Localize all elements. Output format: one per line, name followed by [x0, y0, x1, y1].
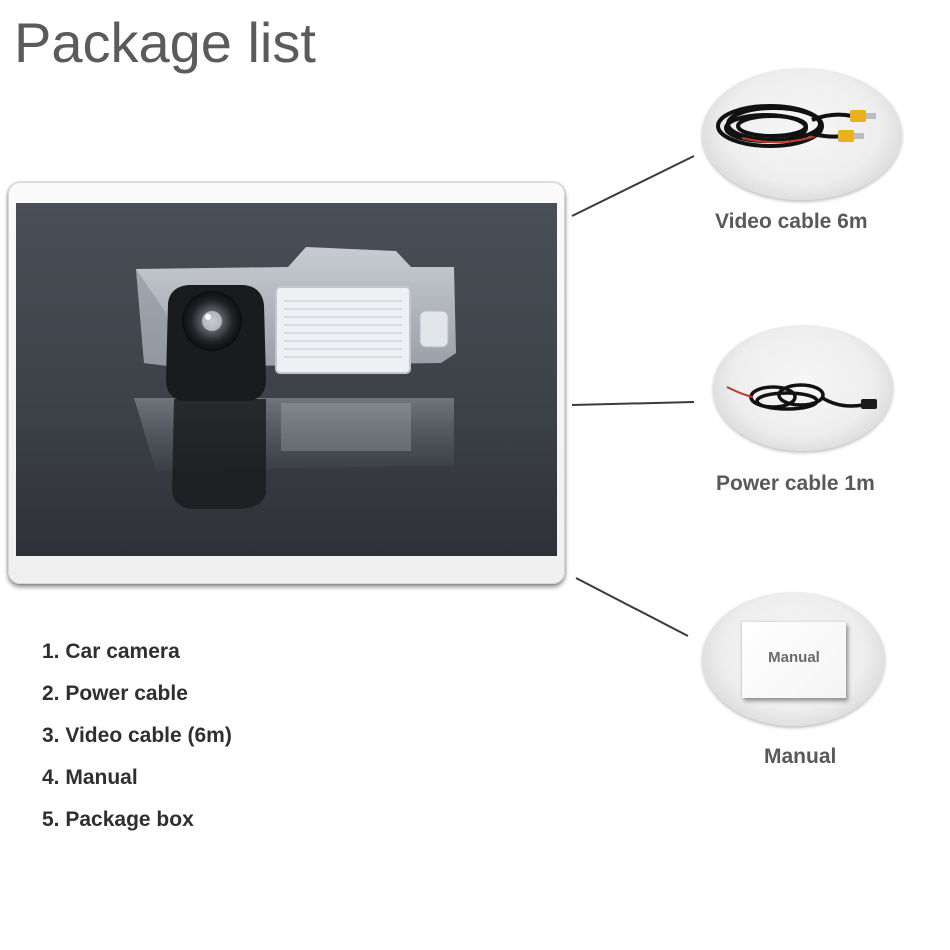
power-cable-image: [713, 325, 893, 451]
list-item: 3. Video cable (6m): [42, 724, 232, 747]
page-title: Package list: [14, 11, 316, 74]
list-item: 2. Power cable: [42, 682, 188, 705]
video-cable-caption: Video cable 6m: [715, 210, 868, 233]
package-list: 1. Car camera 2. Power cable 3. Video ca…: [42, 638, 232, 848]
list-item: 4. Manual: [42, 766, 138, 789]
list-item: 1. Car camera: [42, 640, 180, 663]
list-item: 5. Package box: [42, 808, 194, 831]
manual-card-label: Manual: [768, 648, 820, 666]
manual-card: Manual: [742, 622, 846, 698]
video-cable-image: [702, 68, 902, 200]
car-camera-image: [16, 203, 557, 556]
power-cable-caption: Power cable 1m: [716, 472, 875, 495]
manual-caption: Manual: [764, 745, 837, 768]
